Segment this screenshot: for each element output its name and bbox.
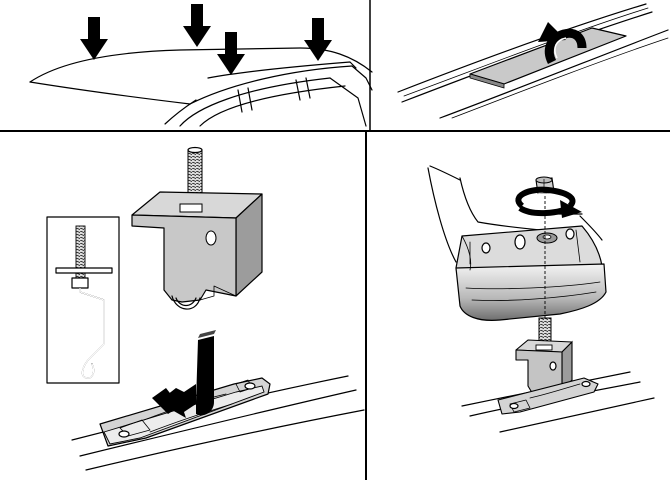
hook-bolt-inset [46, 216, 120, 384]
bracket-bolt [187, 146, 203, 207]
panel-bracket-strap [46, 146, 365, 471]
foot-pad [455, 225, 607, 321]
down-arrow-icon [80, 17, 108, 60]
rail-clamp-base [497, 377, 599, 415]
rail-clamp-base [99, 377, 271, 447]
small-bracket [515, 339, 573, 397]
panel-rail-pad [397, 3, 669, 119]
down-arrow-icon [217, 32, 245, 75]
insert-arrow-icon [152, 384, 196, 418]
panel-foot-tightening [427, 165, 655, 433]
rotate-arrow-icon [538, 22, 587, 65]
panel-roof-placement [29, 4, 373, 127]
down-arrow-icon [183, 4, 211, 47]
washer [536, 232, 558, 244]
tighten-arrow-icon [515, 186, 582, 218]
l-bracket [131, 191, 263, 310]
car-roof-outline [29, 47, 373, 127]
down-arrow-icon [304, 18, 332, 61]
strap [196, 330, 216, 416]
